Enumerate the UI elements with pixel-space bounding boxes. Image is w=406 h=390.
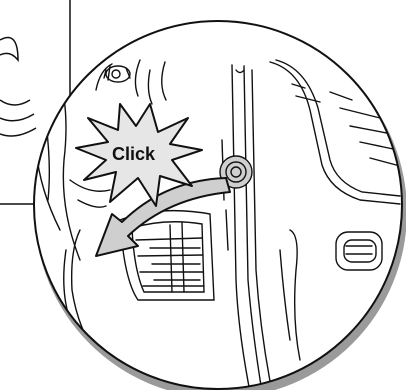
click-label: Click <box>112 144 156 164</box>
